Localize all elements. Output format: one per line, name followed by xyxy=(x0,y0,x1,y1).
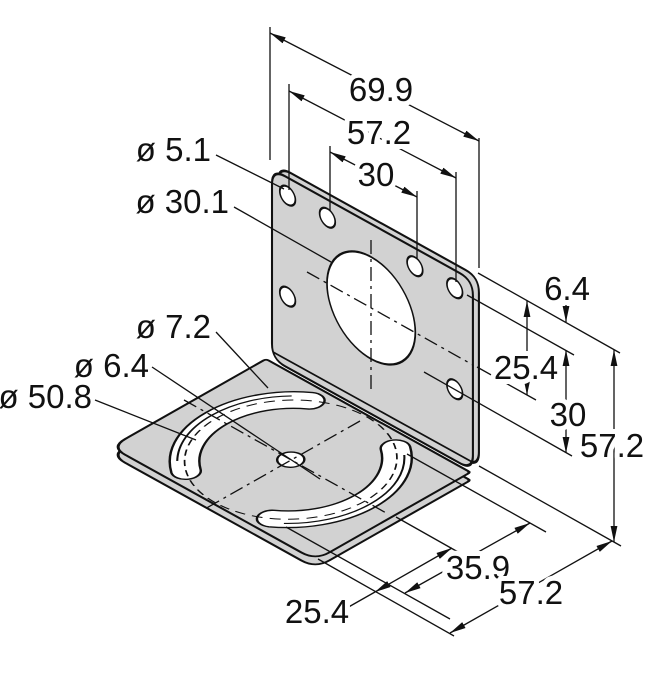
mounting-hole-top-right xyxy=(446,277,464,300)
dim-top-outer-hole-span: 57.2 xyxy=(347,114,411,151)
dim-top-inner-hole-span: 30 xyxy=(358,156,395,193)
label-dia-slot-width: ø 7.2 xyxy=(136,308,211,345)
dim-right-overall-height: 57.2 xyxy=(580,427,644,464)
slot-wall-lower xyxy=(283,454,406,525)
label-dia-center-bore: ø 30.1 xyxy=(135,183,229,220)
bolt-circle-dashed xyxy=(183,399,398,520)
dim-right-top-hole-offset: 6.4 xyxy=(544,270,590,307)
mounting-hole-mid-left xyxy=(278,285,297,308)
bracket-vertical-plate xyxy=(270,172,474,467)
dim-right-bore-offset: 25.4 xyxy=(494,349,558,386)
bend-line xyxy=(272,351,475,464)
bore-centerline-u xyxy=(306,271,474,366)
mounting-hole-inner-left xyxy=(318,206,337,229)
mounting-hole-top-left xyxy=(278,184,297,207)
label-dia-small-hole: ø 5.1 xyxy=(136,131,211,168)
label-dia-base-center-hole: ø 6.4 xyxy=(74,347,149,384)
leader-lines xyxy=(94,154,332,480)
dim-bottom-overall-depth: 57.2 xyxy=(499,574,563,611)
label-dia-slot-circle: ø 50.8 xyxy=(0,378,92,415)
dimension-lines xyxy=(269,32,618,634)
dim-bottom-center-offset: 25.4 xyxy=(285,593,349,630)
dim-bottom-slot-offset: 35.9 xyxy=(446,549,510,586)
mounting-hole-inner-right xyxy=(406,255,424,278)
dim-top-overall-width: 69.9 xyxy=(349,71,413,108)
dim-right-side-hole-span: 30 xyxy=(550,396,587,433)
base-centerline-v xyxy=(202,420,361,511)
